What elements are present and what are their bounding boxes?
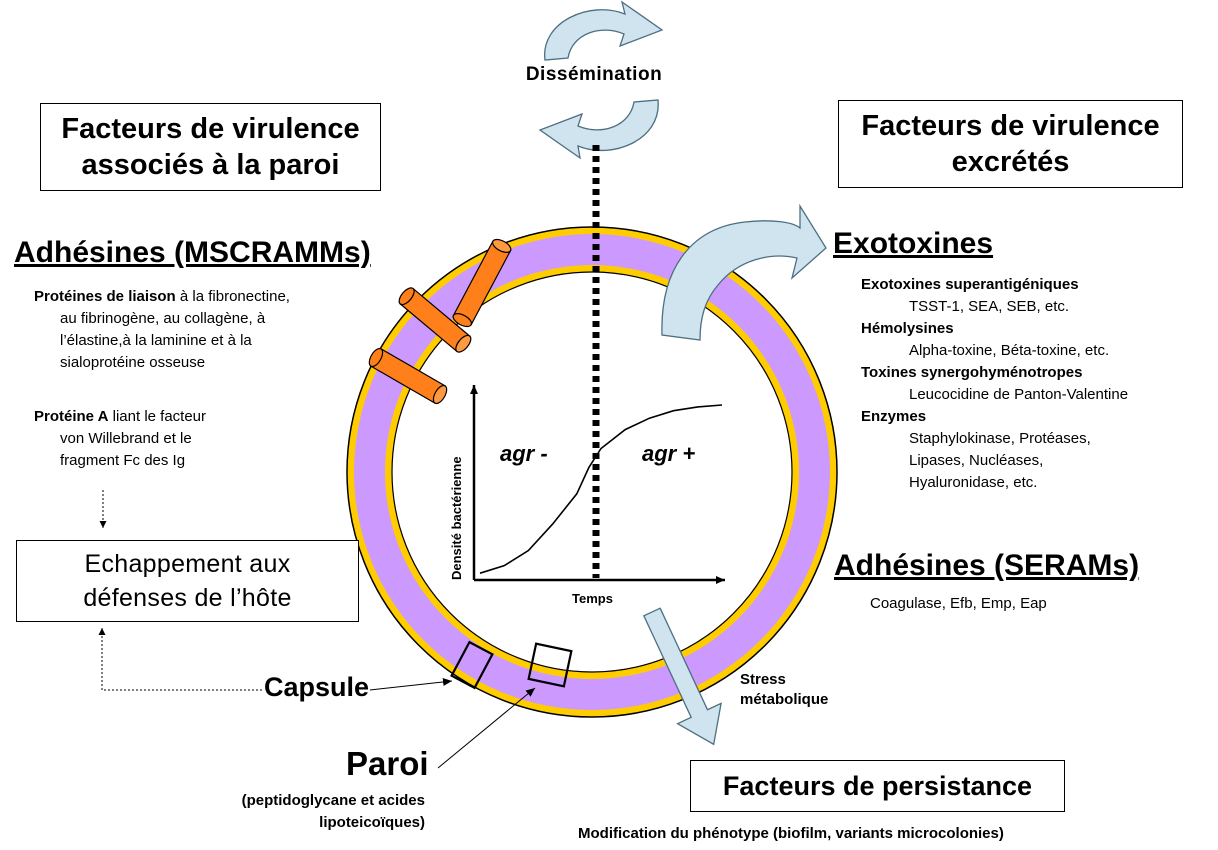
paroi-subtitle: (peptidoglycane et acides lipoteicoïques… — [222, 790, 425, 834]
stress-line: Stress — [740, 671, 786, 688]
growth-curve-line — [479, 404, 723, 574]
exotoxin-arrow-icon — [661, 203, 827, 341]
exotoxin-group-title: Exotoxines superantigéniques — [861, 276, 1079, 293]
binding-proteins-text: Protéines de liaison à la fibronectine, … — [34, 286, 334, 374]
dissemination-arrows-icon — [538, 0, 664, 160]
exotoxin-item: Alpha-toxine, Béta-toxine, etc. — [909, 342, 1110, 359]
region-agr-plus: agr + — [642, 441, 695, 466]
wall-factors-title-line2: associés à la paroi — [81, 149, 340, 181]
binding-line: l’élastine,à la laminine et à la — [60, 332, 252, 349]
escape-line2: défenses de l’hôte — [83, 584, 292, 612]
exotoxin-item: Lipases, Nucléases, — [909, 452, 1044, 469]
excreted-factors-box: Facteurs de virulence excrétés — [838, 100, 1183, 188]
capsule-pointer-arrow — [369, 678, 453, 691]
protein-a-text: Protéine A liant le facteur von Willebra… — [34, 406, 314, 472]
exotoxin-list: Exotoxines superantigéniques TSST-1, SEA… — [861, 274, 1216, 494]
binding-proteins-rest: à la fibronectine, — [175, 288, 290, 305]
wall-factors-title-line1: Facteurs de virulence — [61, 113, 360, 145]
dissemination-label: Dissémination — [509, 64, 679, 86]
stress-label: Stress métabolique — [740, 670, 828, 710]
paroi-subtitle-line: (peptidoglycane et acides — [241, 792, 425, 809]
growth-chart: Densité bactérienne Temps agr - agr + — [449, 385, 725, 606]
escape-line1: Echappement aux — [84, 550, 291, 578]
protein-a-bold: Protéine A — [34, 408, 109, 425]
excreted-factors-title-line1: Facteurs de virulence — [861, 110, 1160, 142]
exotoxin-group-title: Enzymes — [861, 408, 927, 425]
serams-items: Coagulase, Efb, Emp, Eap — [870, 595, 1047, 612]
exotoxin-item: Hyaluronidase, etc. — [909, 474, 1038, 491]
capsule-marker-box — [450, 640, 494, 690]
connector-capsule-escape — [98, 628, 262, 691]
mscramms-heading: Adhésines (MSCRAMMs) — [14, 236, 371, 269]
protein-a-line: fragment Fc des Ig — [60, 452, 186, 469]
paroi-title: Paroi — [346, 745, 429, 782]
chart-x-label: Temps — [572, 591, 613, 606]
adhesin-cylinder — [452, 238, 512, 328]
chart-y-label: Densité bactérienne — [449, 456, 464, 580]
persistence-box: Facteurs de persistance — [690, 760, 1065, 812]
stress-line: métabolique — [740, 691, 829, 708]
exotoxin-group-title: Toxines synergohyménotropes — [861, 364, 1083, 381]
exotoxin-item: TSST-1, SEA, SEB, etc. — [909, 298, 1070, 315]
exotoxin-group-title: Hémolysines — [861, 320, 954, 337]
binding-line: sialoprotéine osseuse — [60, 354, 206, 371]
exotoxin-item: Leucocidine de Panton-Valentine — [909, 386, 1129, 403]
paroi-pointer-arrow — [437, 687, 536, 769]
excreted-factors-title-line2: excrétés — [951, 146, 1070, 178]
region-agr-minus: agr - — [500, 441, 548, 466]
persistence-title: Facteurs de persistance — [722, 770, 1033, 801]
escape-box: Echappement aux défenses de l’hôte — [16, 540, 359, 622]
cell-interior — [391, 271, 793, 673]
adhesin-cylinder — [398, 287, 472, 353]
exotoxines-heading: Exotoxines — [833, 227, 994, 260]
binding-line: au fibrinogène, au collagène, à — [60, 310, 266, 327]
paroi-subtitle-line: lipoteicoïques) — [319, 814, 425, 831]
protein-a-rest: liant le facteur — [108, 408, 207, 425]
protein-a-line: von Willebrand et le — [60, 430, 192, 447]
stress-arrow-icon — [642, 607, 722, 746]
serams-heading: Adhésines (SERAMs) — [834, 549, 1140, 582]
exotoxin-item: Staphylokinase, Protéases, — [909, 430, 1091, 447]
capsule-label: Capsule — [264, 672, 370, 702]
binding-proteins-bold: Protéines de liaison — [34, 288, 176, 305]
persistence-subtitle: Modification du phénotype (biofilm, vari… — [578, 825, 1004, 842]
adhesin-cylinder — [368, 347, 448, 405]
wall-marker-box — [527, 642, 573, 688]
wall-factors-box: Facteurs de virulence associés à la paro… — [40, 103, 381, 191]
